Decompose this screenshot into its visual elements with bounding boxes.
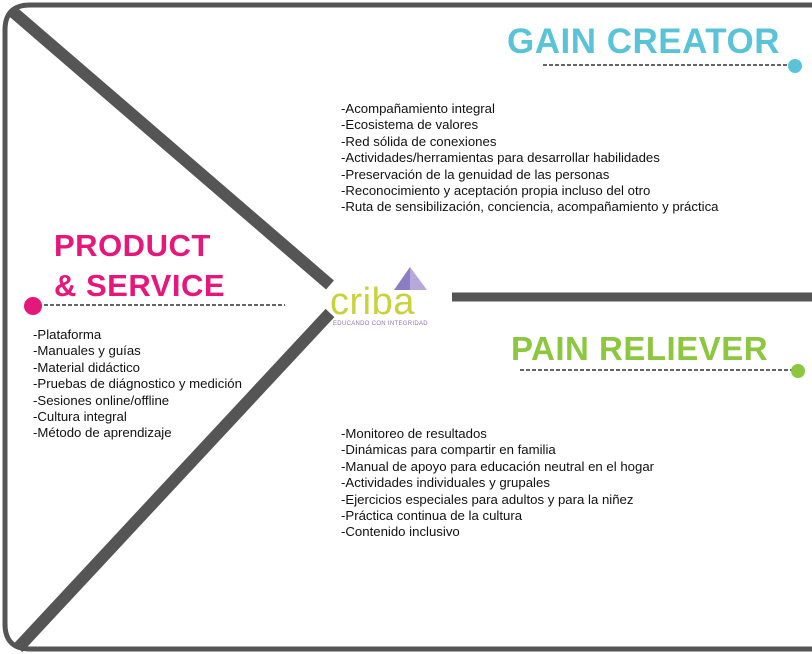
product-service-list: -Plataforma -Manuales y guías -Material … (33, 327, 242, 442)
logo-tagline: EDUCANDO CON INTEGRIDAD (333, 321, 428, 327)
pain-reliever-dot (791, 364, 805, 378)
list-item: -Pruebas de diágnostico y medición (33, 376, 242, 392)
product-service-dot (24, 297, 42, 315)
list-item: -Método de aprendizaje (33, 425, 172, 441)
list-item: -Ejercicios especiales para adultos y pa… (341, 491, 634, 507)
list-item: -Material didáctico (33, 359, 141, 375)
list-item: -Ecosistema de valores (341, 117, 479, 133)
list-item: -Contenido inclusivo (341, 524, 460, 540)
list-item: -Actividades individuales y grupales (341, 475, 550, 491)
list-item: -Manuales y guías (33, 343, 141, 359)
pain-reliever-title: PAIN RELIEVER (511, 330, 769, 367)
list-item: -Práctica continua de la cultura (341, 508, 523, 524)
list-item: -Preservación de la genuidad de las pers… (341, 166, 610, 182)
divider-top-diagonal (8, 6, 334, 290)
logo-wordmark: criba (330, 281, 415, 323)
list-item: -Acompañamiento integral (341, 101, 495, 116)
divider-bottom-diagonal (13, 308, 335, 653)
list-item: -Cultura integral (33, 409, 127, 425)
product-service-title-line2: & SERVICE (54, 268, 226, 303)
product-service-title: PRODUCT & SERVICE (54, 226, 225, 306)
list-item: -Red sólida de conexiones (341, 133, 497, 149)
list-item: -Manual de apoyo para educación neutral … (341, 458, 655, 474)
list-item: -Reconocimiento y aceptación propia incl… (341, 183, 651, 199)
list-item: -Sesiones online/offline (33, 392, 170, 408)
list-item: -Actividades/herramientas para desarroll… (341, 150, 660, 166)
list-item: -Monitoreo de resultados (341, 426, 487, 441)
list-item: -Ruta de sensibilización, conciencia, ac… (341, 199, 719, 215)
logo-triangle-icon (394, 267, 427, 290)
product-service-title-line1: PRODUCT (54, 228, 211, 263)
gain-creator-list: -Acompañamiento integral -Ecosistema de … (341, 101, 719, 216)
list-item: -Dinámicas para compartir en familia (341, 442, 556, 458)
pain-reliever-list: -Monitoreo de resultados -Dinámicas para… (341, 426, 654, 541)
gain-creator-title: GAIN CREATOR (507, 22, 781, 61)
criba-logo: criba EDUCANDO CON INTEGRIDAD (329, 266, 445, 330)
list-item: -Plataforma (33, 327, 102, 342)
gain-creator-dot (788, 59, 802, 73)
